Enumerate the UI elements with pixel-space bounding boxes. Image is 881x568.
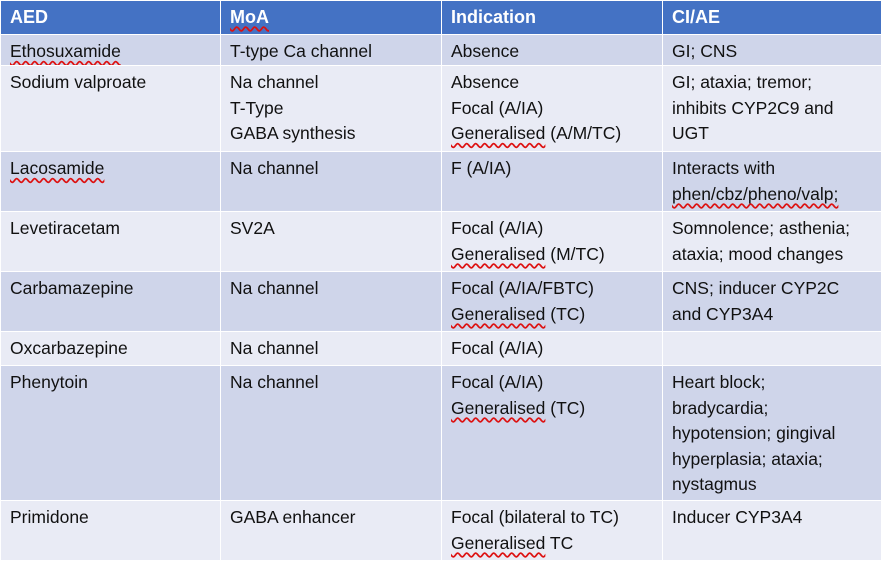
cell-moa-line: GABA synthesis	[230, 123, 356, 143]
cell-moa-line: T-Type	[230, 97, 284, 118]
cell-ciae-line: bradycardia;	[672, 397, 769, 418]
cell-ciae-line: inhibits CYP2C9 and	[672, 97, 834, 118]
cell-ciae-line: CNS; inducer CYP2C	[672, 278, 840, 298]
cell-aed-line: Oxcarbazepine	[10, 338, 128, 358]
cell-moa: T-type Ca channel	[220, 34, 442, 66]
cell-ciae: Inducer CYP3A4	[662, 500, 881, 561]
cell-moa-line: SV2A	[230, 218, 275, 238]
cell-moa: GABA enhancer	[220, 500, 442, 561]
cell-moa: Na channel	[220, 331, 442, 366]
cell-aed: Lacosamide	[0, 151, 221, 212]
cell-moa: Na channel	[220, 365, 442, 501]
cell-moa-line: GABA enhancer	[230, 507, 356, 527]
cell-indication-line: Focal (A/IA)	[451, 372, 544, 392]
cell-moa-line: T-type Ca channel	[230, 41, 373, 61]
cell-moa-line: Na channel	[230, 158, 319, 178]
cell-indication: Focal (A/IA) Generalised (M/TC)	[441, 211, 663, 272]
cell-aed: Sodium valproate	[0, 65, 221, 152]
cell-indication-line: Focal (A/IA)	[451, 338, 544, 358]
header-moa: MoA	[220, 0, 442, 35]
cell-aed: Ethosuxamide	[0, 34, 221, 66]
cell-ciae-line: UGT	[672, 123, 709, 143]
cell-aed-line: Phenytoin	[10, 372, 88, 392]
table-row: Primidone GABA enhancer Focal (bilateral t…	[0, 500, 881, 561]
cell-indication-line: Generalised (TC)	[451, 303, 586, 324]
cell-ciae-line: GI; ataxia; tremor;	[672, 72, 813, 92]
cell-ciae-line: nystagmus	[672, 474, 757, 494]
header-moa-text: MoA	[230, 6, 269, 27]
cell-moa-line: Na channel	[230, 338, 319, 358]
table-row: Ethosuxamide T-type Ca channel Absence GI; …	[0, 34, 881, 66]
cell-moa: Na channel	[220, 151, 442, 212]
header-ciae: CI/AE	[662, 0, 881, 35]
cell-ciae: CNS; inducer CYP2C and CYP3A4	[662, 271, 881, 332]
cell-indication: Focal (A/IA/FBTC) Generalised (TC)	[441, 271, 663, 332]
cell-indication-line: Focal (A/IA)	[451, 218, 544, 238]
cell-ciae-line: Somnolence; asthenia;	[672, 218, 851, 238]
cell-ciae-line: hypotension; gingival	[672, 423, 836, 443]
cell-indication-line: Absence	[451, 41, 520, 61]
cell-indication-line: Absence	[451, 72, 520, 92]
cell-ciae-line: Heart block;	[672, 372, 766, 392]
table-row: Oxcarbazepine Na channel Focal (A/IA)	[0, 331, 881, 366]
cell-aed-line: Ethosuxamide	[10, 41, 121, 61]
cell-ciae: Interacts with phen/cbz/pheno/valp;	[662, 151, 881, 212]
cell-indication-line: Generalised TC	[451, 532, 574, 553]
cell-aed-line: Sodium valproate	[10, 72, 147, 92]
cell-moa-line: Na channel	[230, 72, 319, 92]
cell-aed-line: Lacosamide	[10, 158, 105, 178]
cell-ciae: Somnolence; asthenia; ataxia; mood change…	[662, 211, 881, 272]
table-row: Levetiracetam SV2A Focal (A/IA) Generalised…	[0, 211, 881, 272]
header-indication: Indication	[441, 0, 663, 35]
cell-moa-line: Na channel	[230, 372, 319, 392]
table-row: Phenytoin Na channel Focal (A/IA) Generalis…	[0, 365, 881, 501]
cell-indication: Focal (A/IA)	[441, 331, 663, 366]
cell-indication: Absence	[441, 34, 663, 66]
cell-indication-line: Focal (A/IA)	[451, 97, 544, 118]
cell-moa: Na channel	[220, 271, 442, 332]
cell-indication-line: Generalised (TC)	[451, 397, 586, 418]
cell-ciae	[662, 331, 881, 366]
table-row: Carbamazepine Na channel Focal (A/IA/FBTC)…	[0, 271, 881, 332]
cell-aed-line: Primidone	[10, 507, 89, 527]
cell-aed: Primidone	[0, 500, 221, 561]
cell-aed: Levetiracetam	[0, 211, 221, 272]
cell-ciae-line: ataxia; mood changes	[672, 243, 844, 264]
cell-moa-line: Na channel	[230, 278, 319, 298]
header-aed: AED	[0, 0, 221, 35]
cell-indication-line: F (A/IA)	[451, 158, 512, 178]
cell-aed-line: Levetiracetam	[10, 218, 120, 238]
cell-ciae: Heart block; bradycardia; hypotension; gin…	[662, 365, 881, 501]
cell-ciae-line: Inducer CYP3A4	[672, 507, 803, 527]
cell-ciae: GI; CNS	[662, 34, 881, 66]
cell-aed-line: Carbamazepine	[10, 278, 134, 298]
cell-indication-line: Generalised (M/TC)	[451, 243, 605, 264]
cell-aed: Oxcarbazepine	[0, 331, 221, 366]
table-row: Lacosamide Na channel F (A/IA) Interacts wi…	[0, 151, 881, 212]
cell-indication: F (A/IA)	[441, 151, 663, 212]
cell-indication-line: Generalised (A/M/TC)	[451, 123, 622, 143]
cell-indication-line: Focal (bilateral to TC)	[451, 507, 619, 527]
cell-ciae-line: hyperplasia; ataxia;	[672, 448, 823, 469]
cell-ciae-line: GI; CNS	[672, 41, 738, 61]
cell-indication-line: Focal (A/IA/FBTC)	[451, 278, 594, 298]
cell-aed: Phenytoin	[0, 365, 221, 501]
cell-ciae-line: Interacts with	[672, 158, 776, 178]
cell-indication: Focal (bilateral to TC) Generalised TC	[441, 500, 663, 561]
cell-aed: Carbamazepine	[0, 271, 221, 332]
cell-ciae-line: phen/cbz/pheno/valp;	[672, 183, 839, 204]
cell-moa: SV2A	[220, 211, 442, 272]
header-row: AED MoA Indication CI/AE	[0, 0, 881, 35]
cell-indication: Focal (A/IA) Generalised (TC)	[441, 365, 663, 501]
cell-ciae-line: and CYP3A4	[672, 303, 774, 324]
